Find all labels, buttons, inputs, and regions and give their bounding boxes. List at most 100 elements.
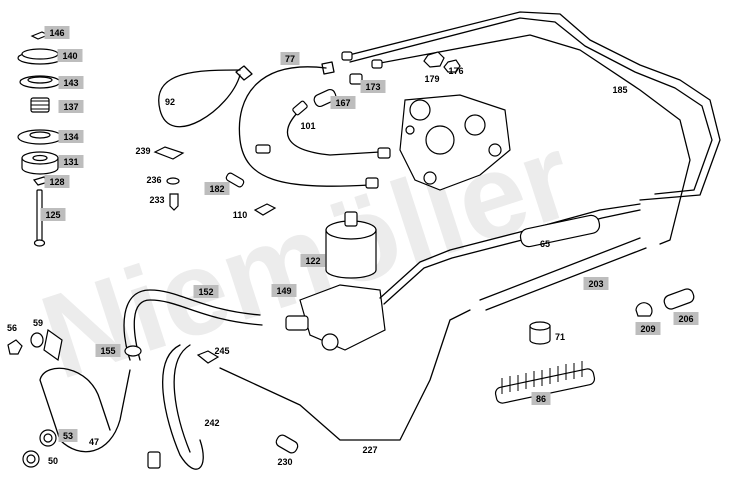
part-number: 92 bbox=[165, 97, 175, 107]
part-label-47: 47 bbox=[89, 437, 99, 447]
label-box bbox=[360, 80, 386, 93]
part-number: 146 bbox=[49, 28, 64, 38]
part-label-77: 77 bbox=[280, 52, 300, 65]
part-label-59: 59 bbox=[33, 318, 43, 328]
hose-65 bbox=[379, 203, 641, 305]
part-number: 53 bbox=[63, 431, 73, 441]
hose-152 bbox=[123, 289, 261, 361]
small-parts bbox=[153, 146, 277, 216]
part-number: 143 bbox=[63, 78, 78, 88]
part-label-101: 101 bbox=[300, 121, 315, 131]
part-label-227: 227 bbox=[362, 445, 377, 455]
part-number: 185 bbox=[612, 85, 627, 95]
part-label-122: 122 bbox=[300, 254, 326, 267]
mount-stack bbox=[17, 31, 63, 247]
part-label-149: 149 bbox=[271, 284, 297, 297]
part-number: 206 bbox=[678, 314, 693, 324]
part-number: 176 bbox=[448, 66, 463, 76]
label-box bbox=[271, 284, 297, 297]
part-label-179: 179 bbox=[424, 74, 439, 84]
part-number: 233 bbox=[149, 195, 164, 205]
part-number: 125 bbox=[45, 210, 60, 220]
label-box bbox=[58, 155, 84, 168]
part-number: 149 bbox=[276, 286, 291, 296]
part-number: 239 bbox=[135, 146, 150, 156]
part-number: 137 bbox=[63, 102, 78, 112]
label-box bbox=[44, 26, 70, 39]
label-box bbox=[58, 130, 84, 143]
part-label-209: 209 bbox=[635, 322, 661, 335]
part-label-50: 50 bbox=[48, 456, 58, 466]
part-number: 131 bbox=[63, 157, 78, 167]
part-label-134: 134 bbox=[58, 130, 84, 143]
part-label-125: 125 bbox=[40, 208, 66, 221]
label-box bbox=[58, 429, 78, 442]
part-label-131: 131 bbox=[58, 155, 84, 168]
part-label-242: 242 bbox=[204, 418, 219, 428]
part-label-176: 176 bbox=[448, 66, 463, 76]
hose-242 bbox=[162, 344, 204, 470]
part-number: 128 bbox=[49, 177, 64, 187]
steering-gearbox bbox=[399, 94, 511, 191]
part-label-245: 245 bbox=[214, 346, 229, 356]
part-label-236: 236 bbox=[146, 175, 161, 185]
label-box bbox=[193, 285, 219, 298]
part-number: 227 bbox=[362, 445, 377, 455]
part-number: 71 bbox=[555, 332, 565, 342]
label-box bbox=[44, 175, 70, 188]
part-number: 173 bbox=[365, 82, 380, 92]
label-box bbox=[95, 344, 121, 357]
part-label-239: 239 bbox=[135, 146, 150, 156]
label-box bbox=[280, 52, 300, 65]
label-box bbox=[531, 392, 551, 405]
label-box bbox=[40, 208, 66, 221]
part-number: 47 bbox=[89, 437, 99, 447]
part-number: 209 bbox=[640, 324, 655, 334]
part-label-71: 71 bbox=[555, 332, 565, 342]
part-label-65: 65 bbox=[540, 239, 550, 249]
part-number: 155 bbox=[100, 346, 115, 356]
part-label-86: 86 bbox=[531, 392, 551, 405]
part-label-182: 182 bbox=[204, 182, 230, 195]
part-number: 134 bbox=[63, 132, 78, 142]
part-label-140: 140 bbox=[57, 49, 83, 62]
part-label-167: 167 bbox=[330, 96, 356, 109]
line-47 bbox=[39, 367, 131, 453]
part-label-137: 137 bbox=[58, 100, 84, 113]
part-number: 182 bbox=[209, 184, 224, 194]
label-box bbox=[57, 49, 83, 62]
label-box bbox=[58, 76, 84, 89]
label-box bbox=[204, 182, 230, 195]
part-number: 242 bbox=[204, 418, 219, 428]
part-number: 179 bbox=[424, 74, 439, 84]
part-label-56: 56 bbox=[7, 323, 17, 333]
part-number: 122 bbox=[305, 256, 320, 266]
part-number: 50 bbox=[48, 456, 58, 466]
part-number: 152 bbox=[198, 287, 213, 297]
part-label-146: 146 bbox=[44, 26, 70, 39]
label-box bbox=[673, 312, 699, 325]
part-number: 203 bbox=[588, 279, 603, 289]
part-label-230: 230 bbox=[277, 457, 292, 467]
part-number: 77 bbox=[285, 54, 295, 64]
part-number: 59 bbox=[33, 318, 43, 328]
part-label-173: 173 bbox=[360, 80, 386, 93]
part-number: 245 bbox=[214, 346, 229, 356]
part-number: 236 bbox=[146, 175, 161, 185]
part-label-155: 155 bbox=[95, 344, 121, 357]
label-box bbox=[330, 96, 356, 109]
part-label-233: 233 bbox=[149, 195, 164, 205]
part-label-185: 185 bbox=[612, 85, 627, 95]
tube-203 bbox=[479, 237, 641, 301]
part-label-128: 128 bbox=[44, 175, 70, 188]
part-number: 65 bbox=[540, 239, 550, 249]
part-number: 101 bbox=[300, 121, 315, 131]
part-label-206: 206 bbox=[673, 312, 699, 325]
part-number: 167 bbox=[335, 98, 350, 108]
part-label-152: 152 bbox=[193, 285, 219, 298]
label-box bbox=[300, 254, 326, 267]
label-box bbox=[583, 277, 609, 290]
bolt-washer bbox=[7, 328, 63, 362]
power-steering-pump bbox=[285, 211, 386, 351]
